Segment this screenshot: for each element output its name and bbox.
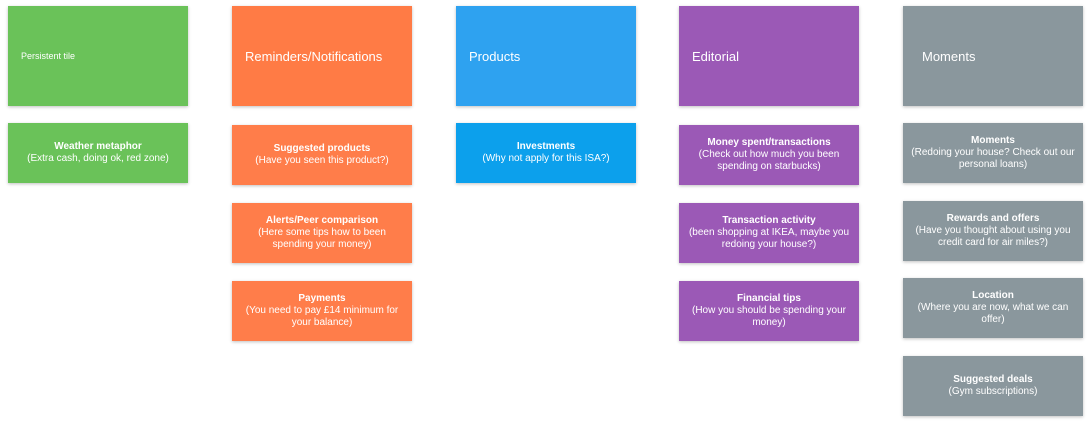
card-subtitle: (Here some tips how to been spending you… xyxy=(258,227,386,250)
card-title: Moments xyxy=(971,135,1015,146)
header-moments: Moments xyxy=(903,6,1083,106)
card-subtitle: (How you should be spending your money) xyxy=(692,305,846,328)
card-title: Payments xyxy=(298,293,346,304)
card-subtitle: (Redoing your house? Check out our perso… xyxy=(911,147,1075,170)
card-weather-metaphor[interactable]: Weather metaphor (Extra cash, doing ok, … xyxy=(8,123,188,183)
card-subtitle: (Why not apply for this ISA?) xyxy=(482,153,610,164)
header-label: Persistent tile xyxy=(21,51,76,61)
card-title: Financial tips xyxy=(737,293,801,304)
card-title: Alerts/Peer comparison xyxy=(265,215,379,226)
card-title: Transaction activity xyxy=(722,215,816,226)
card-investments[interactable]: Investments (Why not apply for this ISA?… xyxy=(456,123,636,183)
column-reminders-notifications: Reminders/Notifications Suggested produc… xyxy=(232,6,412,341)
column-persistent-tile: Persistent tile Weather metaphor (Extra … xyxy=(8,6,188,183)
card-title: Weather metaphor xyxy=(54,141,142,152)
header-persistent-tile: Persistent tile xyxy=(8,6,188,106)
card-title: Suggested deals xyxy=(953,374,1033,385)
header-label: Reminders/Notifications xyxy=(245,48,383,64)
header-reminders-notifications: Reminders/Notifications xyxy=(232,6,412,106)
card-financial-tips[interactable]: Financial tips (How you should be spendi… xyxy=(679,281,859,341)
card-subtitle: (Extra cash, doing ok, red zone) xyxy=(27,153,169,164)
card-location[interactable]: Location (Where you are now, what we can… xyxy=(903,278,1083,338)
card-payments[interactable]: Payments (You need to pay £14 minimum fo… xyxy=(232,281,412,341)
card-title: Suggested products xyxy=(273,143,371,154)
card-subtitle: (Have you thought about using you credit… xyxy=(915,225,1071,248)
card-money-spent-transactions[interactable]: Money spent/transactions (Check out how … xyxy=(679,125,859,185)
card-subtitle: (Where you are now, what we can offer) xyxy=(917,302,1069,325)
card-subtitle: (You need to pay £14 minimum for your ba… xyxy=(245,305,399,328)
card-alerts-peer-comparison[interactable]: Alerts/Peer comparison (Here some tips h… xyxy=(232,203,412,263)
header-editorial: Editorial xyxy=(679,6,859,106)
card-title: Location xyxy=(972,290,1014,301)
card-title: Money spent/transactions xyxy=(707,137,831,148)
card-subtitle: (Have you seen this product?) xyxy=(255,155,389,166)
card-subtitle: (been shopping at IKEA, maybe you redoin… xyxy=(688,227,850,250)
card-subtitle: (Check out how much you been spending on… xyxy=(698,149,840,172)
column-moments: Moments Moments (Redoing your house? Che… xyxy=(903,6,1083,416)
card-title: Investments xyxy=(516,141,576,152)
column-editorial: Editorial Money spent/transactions (Chec… xyxy=(679,6,859,341)
card-transaction-activity[interactable]: Transaction activity (been shopping at I… xyxy=(679,203,859,263)
header-label: Products xyxy=(469,48,521,64)
header-label: Editorial xyxy=(692,48,739,64)
column-products: Products Investments (Why not apply for … xyxy=(456,6,636,183)
card-subtitle: (Gym subscriptions) xyxy=(948,386,1038,397)
card-suggested-deals[interactable]: Suggested deals (Gym subscriptions) xyxy=(903,356,1083,416)
card-title: Rewards and offers xyxy=(946,213,1040,224)
header-label: Moments xyxy=(922,48,976,64)
card-suggested-products[interactable]: Suggested products (Have you seen this p… xyxy=(232,125,412,185)
card-rewards-and-offers[interactable]: Rewards and offers (Have you thought abo… xyxy=(903,201,1083,261)
card-moments[interactable]: Moments (Redoing your house? Check out o… xyxy=(903,123,1083,183)
header-products: Products xyxy=(456,6,636,106)
